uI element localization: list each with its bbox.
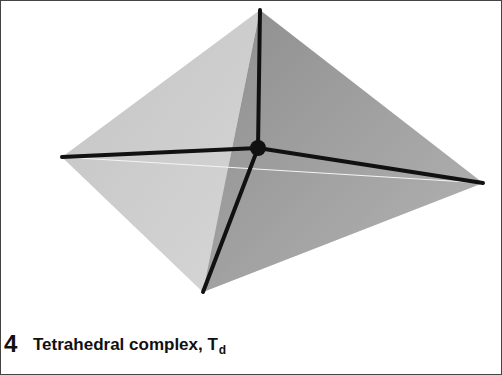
figure-caption: Tetrahedral complex, T [33,335,218,355]
metal-atom [250,140,266,156]
metal-ligand-bonds [62,10,483,292]
back-edge [62,157,483,183]
right-face [203,10,483,292]
figure-number: 4 [4,330,17,358]
point-group-subscript: d [219,343,226,357]
